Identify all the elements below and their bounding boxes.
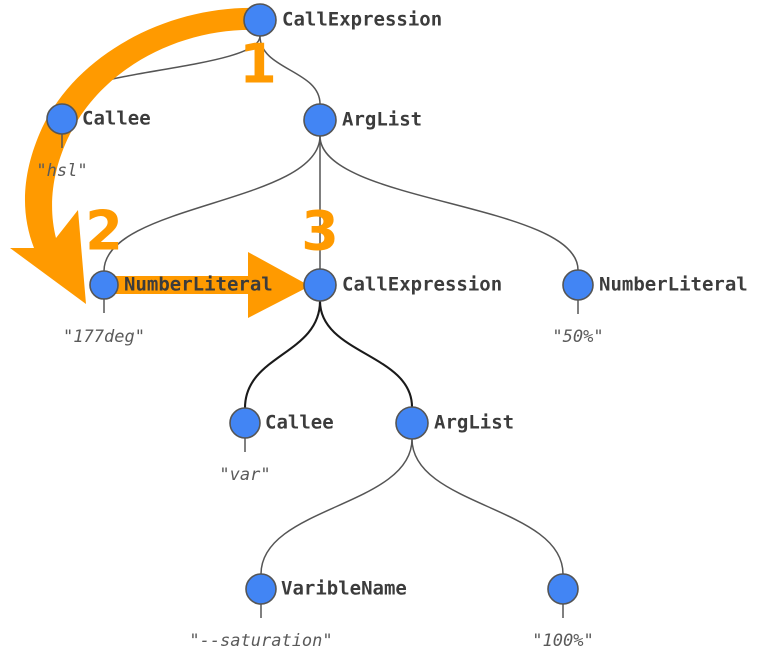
tree-node-pct100[interactable]: "100%" bbox=[532, 573, 594, 651]
annotation-number-2: 2 bbox=[85, 200, 123, 263]
node-label-callee2: Callee bbox=[265, 412, 334, 434]
edge-call2-to-arglist2 bbox=[318, 300, 414, 408]
tree-node-callee1[interactable]: Callee "hsl" bbox=[36, 103, 151, 181]
node-circle-arglist1[interactable] bbox=[303, 103, 337, 137]
node-circle-arglist2[interactable] bbox=[395, 406, 429, 440]
step-1-curved-arrow bbox=[10, 7, 256, 304]
node-circle-call2[interactable] bbox=[303, 268, 337, 302]
edge-arglist1-to-numlit2 bbox=[319, 135, 579, 271]
node-value-varname: "--saturation" bbox=[189, 631, 332, 651]
node-value-pct100: "100%" bbox=[532, 631, 593, 651]
node-label-callee1: Callee bbox=[82, 108, 151, 130]
node-circle-root[interactable] bbox=[243, 3, 277, 37]
tree-node-call2[interactable]: CallExpression bbox=[303, 268, 502, 302]
edges-layer bbox=[61, 35, 579, 575]
tree-node-arglist1[interactable]: ArgList bbox=[303, 103, 422, 137]
node-circle-pct100[interactable] bbox=[547, 573, 579, 605]
node-circle-callee1[interactable] bbox=[46, 103, 78, 135]
annotation-number-3: 3 bbox=[301, 200, 339, 263]
node-value-callee1: "hsl" bbox=[36, 161, 87, 181]
node-circle-numlit2[interactable] bbox=[562, 269, 594, 301]
annotation-arrows-layer bbox=[10, 7, 310, 318]
node-label-varname: VaribleName bbox=[281, 578, 407, 600]
node-label-numlit1: NumberLiteral bbox=[124, 274, 273, 296]
tree-node-varname[interactable]: VaribleName "--saturation" bbox=[189, 573, 407, 651]
tree-node-numlit2[interactable]: NumberLiteral "50%" bbox=[552, 269, 748, 347]
node-label-root: CallExpression bbox=[282, 9, 442, 31]
node-circle-callee2[interactable] bbox=[229, 407, 261, 439]
edge-arglist2-to-pct100 bbox=[411, 438, 564, 575]
node-circle-varname[interactable] bbox=[245, 573, 277, 605]
edge-call2-to-callee2 bbox=[243, 300, 322, 409]
tree-node-root[interactable]: CallExpression bbox=[243, 3, 442, 37]
node-value-callee2: "var" bbox=[219, 465, 270, 485]
node-label-arglist2: ArgList bbox=[434, 412, 514, 434]
annotation-numbers-layer: 1 2 3 bbox=[85, 33, 339, 263]
tree-node-arglist2[interactable]: ArgList bbox=[395, 406, 514, 440]
tree-node-numlit1[interactable]: NumberLiteral "177deg" bbox=[63, 270, 273, 347]
node-value-numlit1: "177deg" bbox=[63, 327, 145, 347]
edge-root-to-arglist1 bbox=[259, 35, 321, 105]
annotation-number-1: 1 bbox=[239, 33, 277, 96]
node-label-numlit2: NumberLiteral bbox=[599, 274, 748, 296]
tree-node-callee2[interactable]: Callee "var" bbox=[219, 407, 334, 485]
step-3-straight-arrow bbox=[104, 252, 310, 318]
node-label-call2: CallExpression bbox=[342, 274, 502, 296]
edge-arglist1-to-numlit1 bbox=[103, 135, 321, 272]
node-value-numlit2: "50%" bbox=[552, 327, 603, 347]
nodes-layer: CallExpressionCallee"hsl"ArgListNumberLi… bbox=[36, 3, 748, 651]
node-label-arglist1: ArgList bbox=[342, 109, 422, 131]
node-circle-numlit1[interactable] bbox=[89, 270, 119, 300]
edge-arglist2-to-varname bbox=[260, 438, 413, 575]
